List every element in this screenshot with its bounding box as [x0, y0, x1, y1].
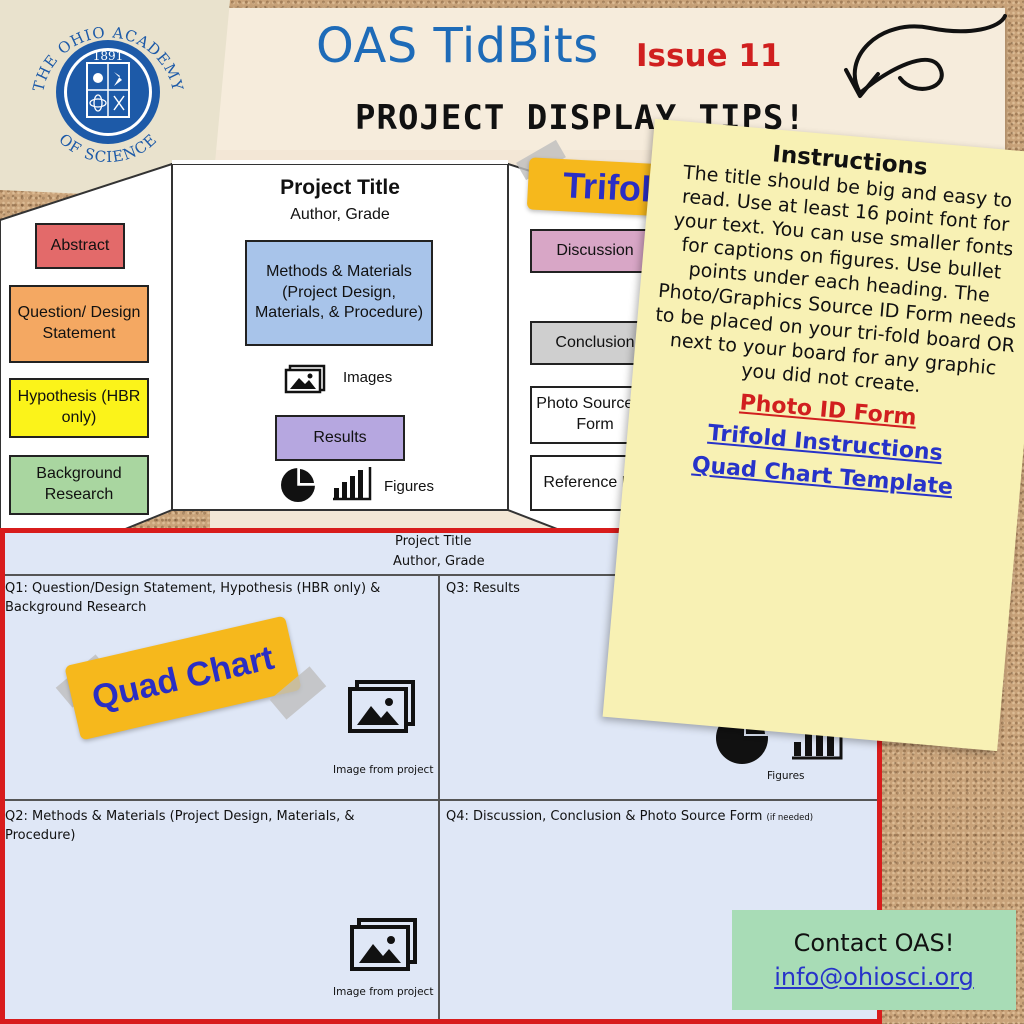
image-icon	[350, 918, 417, 971]
figures-caption: Figures	[384, 478, 435, 495]
ohio-academy-logo: 1891 THE OHIO ACADEMY OF SCIENCE	[29, 23, 186, 166]
hypothesis-box: Hypothesis (HBR only)	[9, 378, 149, 438]
background-research-box: Background Research	[9, 455, 149, 515]
contact-title: Contact OAS!	[793, 929, 955, 957]
divider	[5, 574, 877, 576]
results-box: Results	[275, 415, 405, 461]
results-label: Results	[313, 428, 367, 446]
quad-project-title: Project Title	[395, 534, 472, 549]
instructions-body: The title should be big and easy to read…	[654, 161, 1018, 397]
discussion-box: Discussion	[530, 229, 660, 273]
abstract-label: Abstract	[50, 236, 110, 254]
q2-label: Q2: Methods & Materials (Project Design,…	[5, 809, 355, 843]
q4-note: (if needed)	[766, 813, 814, 823]
curved-arrow-icon	[844, 14, 1007, 98]
issue-number: Issue 11	[636, 38, 782, 74]
methods-label: Methods & Materials (Project Design, Mat…	[254, 262, 424, 322]
logo-year: 1891	[93, 49, 124, 63]
contact-box: Contact OAS! info@ohiosci.org	[732, 910, 1016, 1010]
image-icon	[348, 680, 415, 733]
instructions-note: Instructions The title should be big and…	[602, 118, 1024, 752]
q2-image-caption: Image from project	[333, 986, 434, 998]
background-research-label: Background Research	[36, 465, 122, 503]
conclusion-label: Conclusion	[555, 333, 635, 351]
divider	[438, 574, 440, 1019]
photo-source-label: Photo Source ID Form	[536, 395, 654, 433]
newsletter-title: OAS TidBits	[316, 18, 599, 74]
q1-label: Q1: Question/Design Statement, Hypothesi…	[5, 581, 381, 615]
pie-chart-icon	[281, 467, 316, 502]
q1-image-caption: Image from project	[333, 764, 434, 776]
trifold-project-title: Project Title	[280, 176, 400, 199]
q4-text: Q4: Discussion, Conclusion & Photo Sourc…	[446, 809, 763, 824]
q3-label: Q3: Results	[446, 581, 520, 596]
divider	[5, 799, 877, 801]
contact-email-link[interactable]: info@ohiosci.org	[774, 963, 974, 991]
hypothesis-label: Hypothesis (HBR only)	[17, 388, 141, 426]
quad-author: Author, Grade	[393, 554, 485, 569]
images-icon	[284, 364, 326, 394]
methods-box: Methods & Materials (Project Design, Mat…	[245, 240, 433, 346]
discussion-label: Discussion	[556, 241, 634, 259]
q3-figures-caption: Figures	[767, 770, 805, 782]
images-caption: Images	[343, 369, 393, 386]
question-box: Question/ Design Statement	[9, 285, 149, 363]
reference-list-label: Reference List	[543, 473, 647, 491]
q4-label: Q4: Discussion, Conclusion & Photo Sourc…	[446, 808, 813, 827]
question-label: Question/ Design Statement	[17, 304, 141, 342]
abstract-box: Abstract	[35, 223, 125, 269]
bar-chart-icon	[333, 467, 372, 501]
trifold-author: Author, Grade	[290, 206, 390, 223]
